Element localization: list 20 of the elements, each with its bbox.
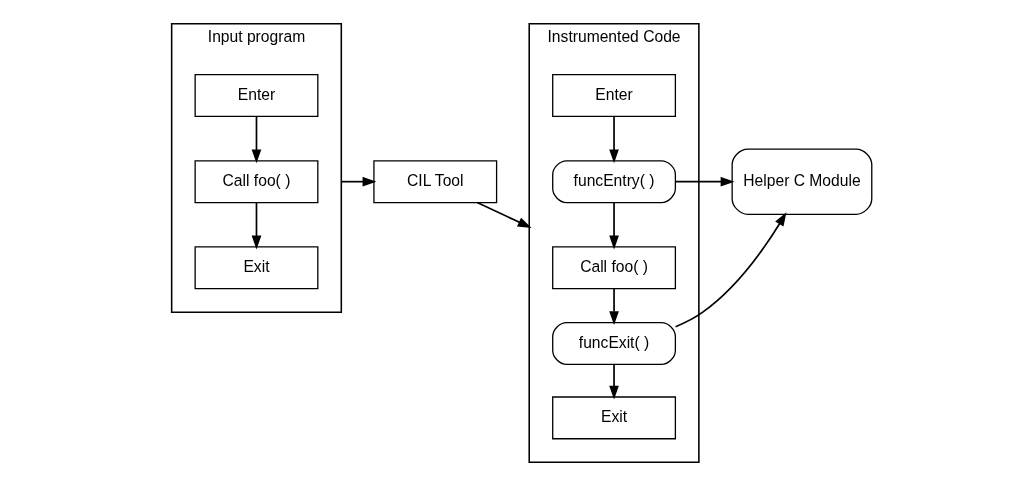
arrow [674, 176, 735, 187]
node-box: Call foo( ) [552, 246, 677, 290]
arrow [609, 363, 619, 400]
arrow [340, 176, 377, 187]
node-box: Helper C Module [731, 148, 873, 215]
arrow [609, 287, 619, 326]
node-box: funcEntry( ) [552, 160, 677, 204]
arrow [674, 212, 787, 328]
node-box: CIL Tool [373, 160, 498, 204]
node-box: Enter [194, 74, 319, 118]
arrow [609, 201, 619, 250]
node-box: Exit [552, 396, 677, 440]
node-box: Enter [552, 74, 677, 118]
arrow [476, 201, 532, 228]
node-box: funcExit( ) [552, 321, 677, 365]
arrow [251, 115, 262, 164]
arrow [609, 115, 619, 164]
node-box: Exit [194, 246, 319, 290]
node-box: Call foo( ) [194, 160, 319, 204]
arrow [251, 201, 262, 250]
